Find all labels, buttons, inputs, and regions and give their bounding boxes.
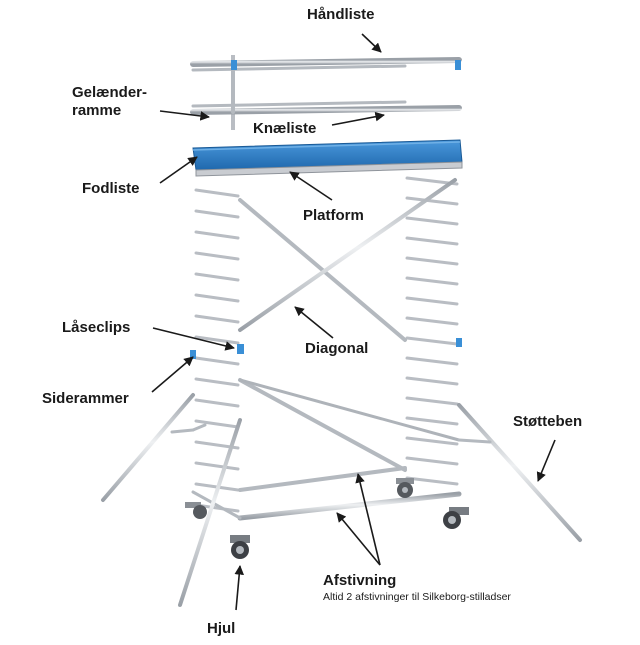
- castor-wheels: [185, 478, 469, 559]
- rung-left-5: [194, 293, 240, 303]
- rung-right-10: [405, 376, 459, 386]
- arrow-laaseclips: [152, 327, 235, 351]
- platform-deck: [192, 139, 463, 177]
- rung-left-2: [194, 230, 240, 240]
- label-hjul: Hjul: [207, 620, 236, 637]
- callout-arrows: [151, 33, 556, 611]
- arrow-diagonal: [294, 306, 334, 339]
- rung-left-13: [194, 461, 240, 471]
- rung-left-1: [194, 209, 240, 219]
- arrow-stotteben: [536, 439, 556, 482]
- arrow-knaeliste: [331, 111, 385, 126]
- arrow-afstivning-2: [355, 473, 381, 566]
- label-diagonal: Diagonal: [305, 340, 369, 357]
- rung-right-11: [405, 396, 459, 406]
- arrow-afstivning-1: [336, 512, 381, 566]
- label-platform: Platform: [303, 207, 364, 224]
- rung-right-9: [405, 356, 459, 366]
- rung-left-4: [194, 272, 240, 282]
- rung-right-5: [405, 276, 459, 286]
- arrow-siderammer: [151, 356, 194, 393]
- rung-left-3: [194, 251, 240, 261]
- rung-right-15: [405, 476, 459, 486]
- wheel-front-right: [443, 507, 469, 529]
- rung-right-13: [405, 436, 459, 446]
- rung-right-3: [405, 236, 459, 246]
- rung-left-0: [194, 188, 240, 198]
- label-laaseclips: Låseclips: [62, 319, 131, 336]
- side-frame-left-rungs: [194, 188, 240, 513]
- rung-right-6: [405, 296, 459, 306]
- rung-left-11: [194, 419, 240, 429]
- rung-left-8: [194, 356, 240, 366]
- rung-left-9: [194, 377, 240, 387]
- arrow-gelaender: [159, 110, 210, 121]
- front-frame: [190, 55, 243, 540]
- rung-right-8: [405, 336, 459, 346]
- label-afstivning-note: Altid 2 afstivninger til Silkeborg-still…: [323, 591, 511, 603]
- stabilizers: [101, 393, 582, 607]
- wheel-back-right: [396, 478, 414, 498]
- label-fodliste: Fodliste: [82, 180, 140, 197]
- wheel-back-left: [185, 502, 207, 519]
- arrow-hjul: [234, 565, 244, 611]
- rung-left-10: [194, 398, 240, 408]
- label-stotteben: Støtteben: [513, 413, 583, 430]
- rung-right-1: [405, 196, 459, 206]
- label-knaeliste: Knæliste: [253, 120, 317, 137]
- rung-right-7: [405, 316, 459, 326]
- rung-left-6: [194, 314, 240, 324]
- arrow-fodliste: [159, 156, 198, 184]
- label-gelaender-line2: ramme: [72, 102, 122, 119]
- diagonal-braces: [238, 178, 461, 472]
- lock-clips: [190, 338, 462, 359]
- arrow-platform: [289, 171, 333, 201]
- guardrails: [190, 57, 462, 115]
- rung-right-2: [405, 216, 459, 226]
- rung-right-14: [405, 456, 459, 466]
- rung-right-12: [405, 416, 459, 426]
- label-siderammer: Siderammer: [42, 390, 129, 407]
- label-afstivning: Afstivning: [323, 572, 397, 589]
- wheel-front-left: [230, 535, 250, 559]
- arrow-handliste: [361, 33, 382, 53]
- label-gelaender-line1: Gelænder-: [72, 84, 148, 101]
- side-frame-right-rungs: [405, 176, 459, 486]
- label-handliste: Håndliste: [307, 6, 375, 23]
- rung-right-4: [405, 256, 459, 266]
- base-braces: [191, 466, 462, 521]
